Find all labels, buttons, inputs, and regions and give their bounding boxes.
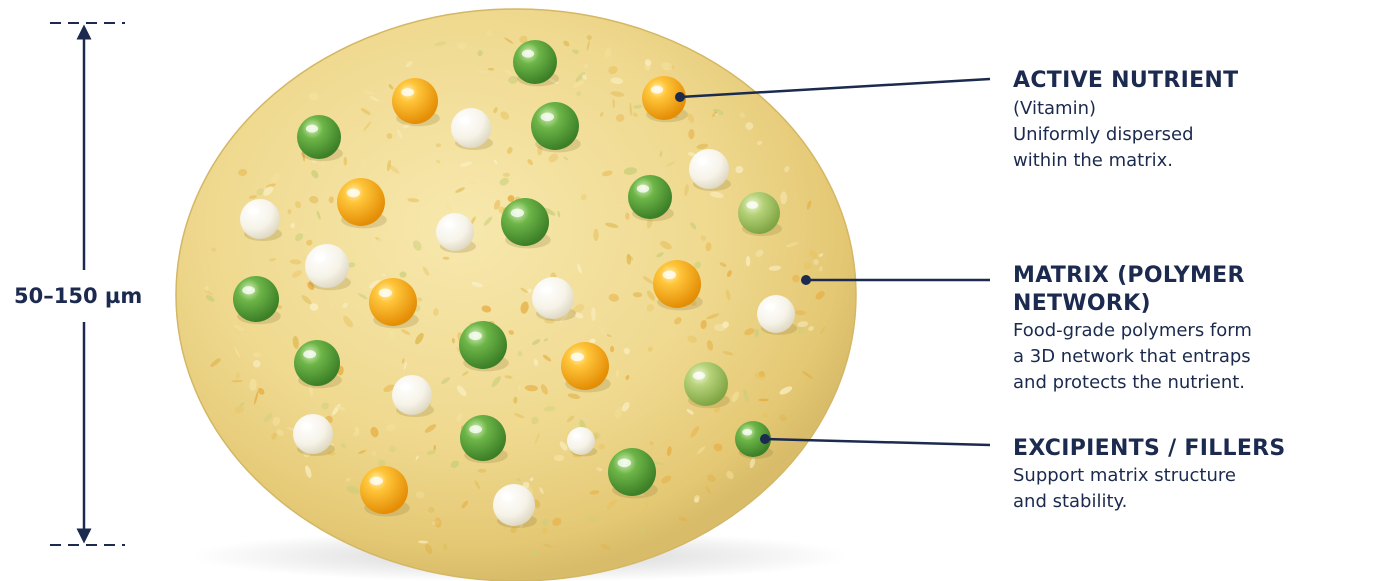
bead-highlight xyxy=(400,384,411,391)
callout-excipients: EXCIPIENTS / FILLERS Support matrix stru… xyxy=(1013,435,1286,515)
polymer-bead xyxy=(513,40,557,84)
filler-bead xyxy=(392,375,432,415)
bead-highlight xyxy=(540,286,552,294)
bead-highlight xyxy=(347,189,360,198)
bead-highlight xyxy=(511,209,524,218)
callout-active-title: ACTIVE NUTRIENT xyxy=(1013,67,1238,95)
leader-matrix-dot xyxy=(801,275,811,285)
callout-matrix: MATRIX (POLYMER NETWORK) Food-grade poly… xyxy=(1013,262,1390,396)
bead-highlight xyxy=(663,271,676,280)
polymer-bead xyxy=(294,340,340,386)
bead-highlight xyxy=(370,477,383,486)
filler-bead xyxy=(305,244,349,288)
callout-active-body: Uniformly dispersed within the matrix. xyxy=(1013,122,1238,174)
polymer-bead xyxy=(738,192,780,234)
active-nutrient-bead xyxy=(392,78,438,124)
bead-highlight xyxy=(618,459,631,468)
bead-highlight xyxy=(248,208,259,215)
leader-excipients-dot xyxy=(760,434,770,444)
bead-highlight xyxy=(314,254,326,262)
active-nutrient-bead xyxy=(360,466,408,514)
bead-highlight xyxy=(541,113,554,122)
bead-highlight xyxy=(742,429,752,435)
callout-matrix-body: Food-grade polymers form a 3D network th… xyxy=(1013,318,1390,396)
filler-bead xyxy=(293,414,333,454)
filler-bead xyxy=(567,427,595,455)
bead-highlight xyxy=(242,286,255,294)
active-nutrient-bead xyxy=(369,278,417,326)
bead-highlight xyxy=(459,117,470,124)
bead-highlight xyxy=(651,86,663,94)
callout-active-subtitle: (Vitamin) xyxy=(1013,95,1238,122)
callout-excipients-body: Support matrix structure and stability. xyxy=(1013,463,1286,515)
polymer-bead xyxy=(608,448,656,496)
bead-highlight xyxy=(573,433,581,438)
bead-highlight xyxy=(693,372,705,380)
filler-bead xyxy=(757,295,795,333)
bead-highlight xyxy=(303,350,316,358)
polymer-bead xyxy=(531,102,579,150)
matrix-speckle xyxy=(746,256,750,267)
filler-bead xyxy=(240,199,280,239)
filler-bead xyxy=(493,484,535,526)
polymer-bead xyxy=(684,362,728,406)
bead-highlight xyxy=(501,493,513,501)
bead-highlight xyxy=(401,88,414,96)
filler-bead xyxy=(532,277,574,319)
bead-highlight xyxy=(469,425,482,433)
bead-highlight xyxy=(522,50,534,58)
matrix-speckle xyxy=(758,399,769,402)
size-range-label: 50–150 µm xyxy=(14,284,144,308)
bead-highlight xyxy=(444,221,455,228)
bead-highlight xyxy=(746,201,758,209)
matrix-speckle xyxy=(593,229,598,241)
bead-highlight xyxy=(469,332,482,341)
callout-matrix-title: MATRIX (POLYMER NETWORK) xyxy=(1013,262,1390,318)
polymer-bead xyxy=(459,321,507,369)
polymer-bead xyxy=(628,175,672,219)
bead-highlight xyxy=(301,423,312,430)
callout-active-nutrient: ACTIVE NUTRIENT (Vitamin) Uniformly disp… xyxy=(1013,67,1238,174)
bead-highlight xyxy=(306,125,318,133)
active-nutrient-bead xyxy=(561,342,609,390)
filler-bead xyxy=(451,108,491,148)
polymer-bead xyxy=(233,276,279,322)
filler-bead xyxy=(436,213,474,251)
bead-highlight xyxy=(697,158,708,165)
callout-excipients-title: EXCIPIENTS / FILLERS xyxy=(1013,435,1286,463)
leader-active-dot xyxy=(675,92,685,102)
bead-highlight xyxy=(379,289,392,298)
bead-highlight xyxy=(637,185,649,193)
bead-highlight xyxy=(765,303,776,310)
polymer-bead xyxy=(501,198,549,246)
filler-bead xyxy=(689,149,729,189)
polymer-bead xyxy=(460,415,506,461)
bead-highlight xyxy=(571,353,584,362)
active-nutrient-bead xyxy=(337,178,385,226)
active-nutrient-bead xyxy=(653,260,701,308)
polymer-bead xyxy=(297,115,341,159)
